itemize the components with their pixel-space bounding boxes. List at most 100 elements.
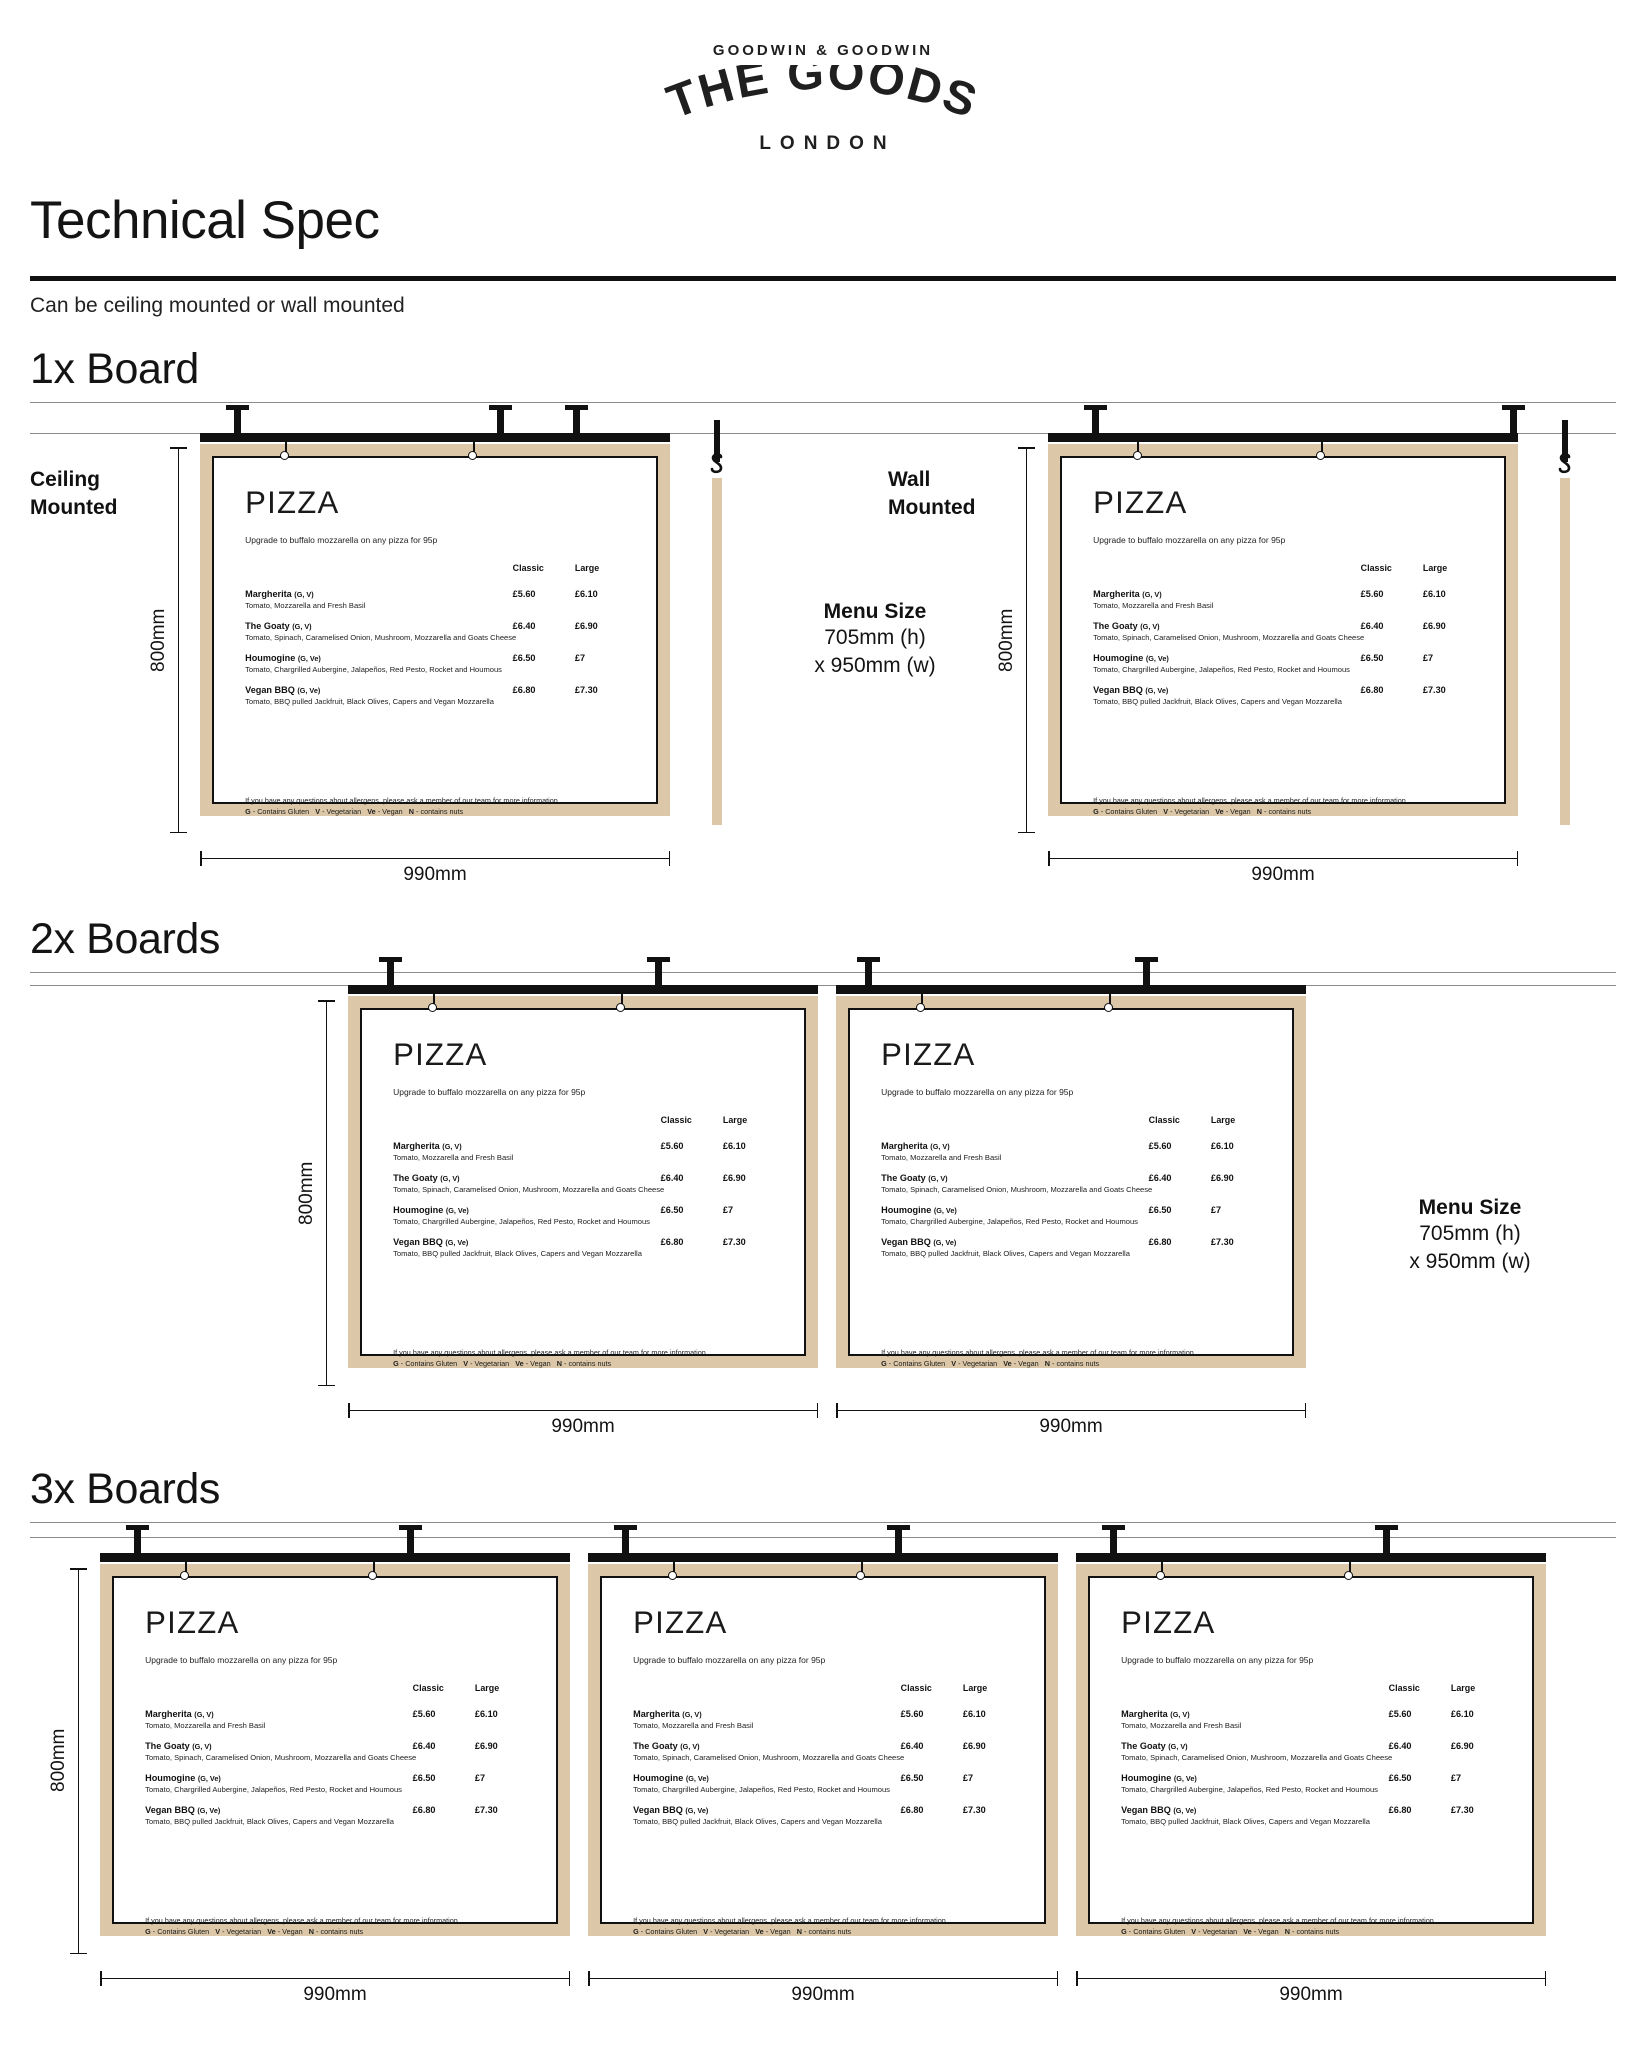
menu-item-price-large: £6.10: [474, 1708, 498, 1719]
menu-item-price-classic: £6.50: [1388, 1772, 1412, 1783]
menu-item-name: Margherita (G, V): [145, 1709, 214, 1719]
menu-item-description: Tomato, BBQ pulled Jackfruit, Black Oliv…: [881, 1249, 1130, 1259]
menu-item-price-large: £7.30: [1422, 685, 1446, 696]
menu-item-title: Vegan BBQ: [393, 1237, 446, 1248]
menu-item-price-classic: £5.60: [1360, 588, 1384, 599]
menu-item-tags: (G, V): [442, 1141, 462, 1151]
menu-item-price-large: £7: [1450, 1772, 1462, 1783]
column-header-large: Large: [1450, 1682, 1476, 1693]
menu-item-title: Houmogine: [245, 652, 298, 663]
menu-size-height: 705mm (h): [824, 626, 926, 649]
ceiling-hanging-rod: [1501, 405, 1525, 435]
menu-item-name: Vegan BBQ (G, Ve): [1121, 1805, 1196, 1815]
menu-item-description: Tomato, Spinach, Caramelised Onion, Mush…: [245, 632, 517, 642]
side-view-board-edge: [1560, 478, 1570, 825]
menu-item-price-large: £7.30: [574, 685, 598, 696]
menu-item-price-classic: £6.50: [412, 1772, 436, 1783]
title-divider: [30, 276, 1616, 281]
ceiling-hanging-rod: [1374, 1525, 1398, 1555]
menu-item-description: Tomato, Spinach, Caramelised Onion, Mush…: [1121, 1752, 1393, 1762]
menu-panel: PIZZA Upgrade to buffalo mozzarella on an…: [212, 456, 658, 816]
menu-item-price-classic: £6.80: [1360, 685, 1384, 696]
menu-item-name: The Goaty (G, V): [1121, 1741, 1188, 1751]
allergen-key: G - Contains Gluten V - Vegetarian Ve - …: [245, 806, 464, 816]
menu-item-description: Tomato, Mozzarella and Fresh Basil: [1093, 600, 1214, 610]
menu-item-name: Margherita (G, V): [1093, 589, 1162, 599]
menu-item-title: Houmogine: [881, 1204, 934, 1215]
suspension-pin: [616, 990, 626, 1012]
menu-item-price-classic: £5.60: [1388, 1708, 1412, 1719]
ceiling-hanging-rod: [226, 405, 250, 435]
section-divider-1x: [30, 402, 1616, 403]
menu-item-title: Margherita: [633, 1708, 683, 1719]
menu-item-price-large: £6.90: [962, 1740, 986, 1751]
column-header-classic: Classic: [412, 1682, 444, 1693]
brand-wordmark: THE GOODS: [653, 65, 993, 131]
menu-item-title: The Goaty: [245, 620, 293, 631]
menu-size-width: x 950mm (w): [814, 654, 936, 678]
menu-item-title: Houmogine: [1093, 652, 1146, 663]
menu-item-description: Tomato, Spinach, Caramelised Onion, Mush…: [881, 1184, 1153, 1194]
menu-size-height: 705mm (h): [1419, 1222, 1521, 1245]
menu-upgrade-note: Upgrade to buffalo mozzarella on any piz…: [145, 1654, 338, 1665]
menu-item-description: Tomato, Chargrilled Aubergine, Jalapeños…: [881, 1216, 1138, 1226]
menu-item-tags: (G, Ve): [445, 1238, 469, 1248]
suspension-pin-dot: [1156, 1571, 1166, 1580]
menu-item-price-classic: £6.40: [900, 1740, 924, 1751]
board-side-view-wall: [1548, 420, 1582, 825]
ceiling-hanging-rod: [1083, 405, 1107, 435]
menu-item-price-classic: £6.50: [512, 652, 536, 663]
suspension-pin: [428, 990, 438, 1012]
menu-item-price-classic: £6.80: [1148, 1237, 1172, 1248]
menu-size-title: Menu Size: [823, 600, 927, 623]
column-header-large: Large: [1422, 562, 1448, 573]
menu-item-tags: (G, Ve): [197, 1773, 221, 1783]
rod-ceiling-plate: [1102, 1525, 1126, 1530]
suspension-pin-dot: [428, 1003, 438, 1012]
hanging-rail: [588, 1553, 1058, 1562]
menu-item-title: The Goaty: [881, 1172, 929, 1183]
menu-item-title: Vegan BBQ: [1093, 685, 1146, 696]
menu-item-description: Tomato, Spinach, Caramelised Onion, Mush…: [393, 1184, 665, 1194]
menu-upgrade-note: Upgrade to buffalo mozzarella on any piz…: [245, 534, 438, 545]
menu-item-name: Vegan BBQ (G, Ve): [1093, 685, 1168, 695]
label-ceiling-mounted: Ceiling Mounted: [30, 468, 118, 519]
allergen-statement: If you have any questions about allergen…: [1121, 1916, 1436, 1926]
menu-heading: PIZZA: [245, 484, 340, 520]
s-hook-icon: [1551, 452, 1579, 491]
menu-item-tags: (G, Ve): [445, 1205, 469, 1215]
ceiling-hanging-rod: [886, 1525, 910, 1555]
menu-item-title: Houmogine: [1121, 1772, 1174, 1783]
menu-item-price-large: £6.90: [1450, 1740, 1474, 1751]
menu-item-price-classic: £6.80: [1388, 1805, 1412, 1816]
s-hook-icon: [703, 452, 731, 491]
menu-item-description: Tomato, Chargrilled Aubergine, Jalapeños…: [1093, 664, 1350, 674]
menu-item-title: The Goaty: [1121, 1740, 1169, 1751]
menu-item-price-large: £7.30: [1450, 1805, 1474, 1816]
suspension-pin: [280, 438, 290, 460]
suspension-pin-dot: [1344, 1571, 1354, 1580]
menu-item-name: Vegan BBQ (G, Ve): [393, 1237, 468, 1247]
section-heading-2x: 2x Boards: [30, 915, 221, 963]
width-dimension-line-1b: [1048, 851, 1518, 866]
menu-item-name: Houmogine (G, Ve): [1121, 1773, 1197, 1783]
menu-item-title: Houmogine: [393, 1204, 446, 1215]
column-header-large: Large: [574, 562, 600, 573]
allergen-key: G - Contains Gluten V - Vegetarian Ve - …: [1121, 1926, 1340, 1936]
allergen-footnote: If you have any questions about allergen…: [245, 796, 560, 818]
allergen-footnote: If you have any questions about allergen…: [393, 1348, 708, 1370]
width-dimension-line-3a: [100, 1971, 570, 1986]
menu-item-price-large: £6.90: [722, 1172, 746, 1183]
suspension-pin-dot: [1132, 451, 1142, 460]
allergen-key: G - Contains Gluten V - Vegetarian Ve - …: [145, 1926, 364, 1936]
suspension-pin: [1104, 990, 1114, 1012]
menu-item-tags: (G, Ve): [933, 1205, 957, 1215]
hanging-rail: [100, 1553, 570, 1562]
